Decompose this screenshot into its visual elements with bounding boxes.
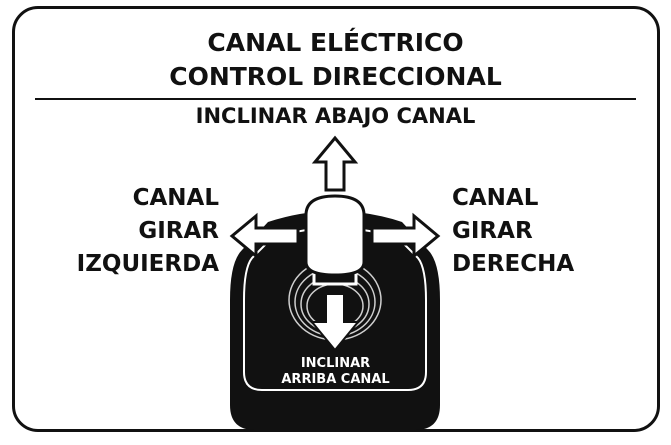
joystick-knob [304, 194, 366, 277]
rotate-left-line-3: IZQUIERDA [76, 251, 219, 277]
rotate-left-label: CANAL GIRAR IZQUIERDA [77, 182, 219, 281]
tilt-up-label-line-1: INCLINAR [300, 356, 371, 371]
rotate-right-line-2: GIRAR [452, 218, 533, 244]
arrow-up-icon [311, 135, 359, 192]
decal-frame [12, 6, 660, 432]
tilt-down-label: INCLINAR ABAJO CANAL [195, 104, 476, 128]
title-divider [35, 98, 636, 100]
rotate-right-line-3: DERECHA [452, 251, 575, 277]
rotate-right-line-1: CANAL [452, 185, 539, 211]
rotate-left-line-1: CANAL [132, 185, 219, 211]
rotate-right-label: CANAL GIRAR DERECHA [452, 182, 574, 281]
arrow-right-icon [370, 212, 441, 260]
title-line-1: CANAL ELÉCTRICO [207, 28, 464, 57]
arrow-down-icon [309, 293, 361, 352]
title-line-2: CONTROL DIRECCIONAL [169, 62, 502, 91]
rotate-left-line-2: GIRAR [138, 218, 219, 244]
tilt-up-label-line-2: ARRIBA CANAL [281, 372, 390, 387]
arrow-left-icon [229, 212, 300, 260]
